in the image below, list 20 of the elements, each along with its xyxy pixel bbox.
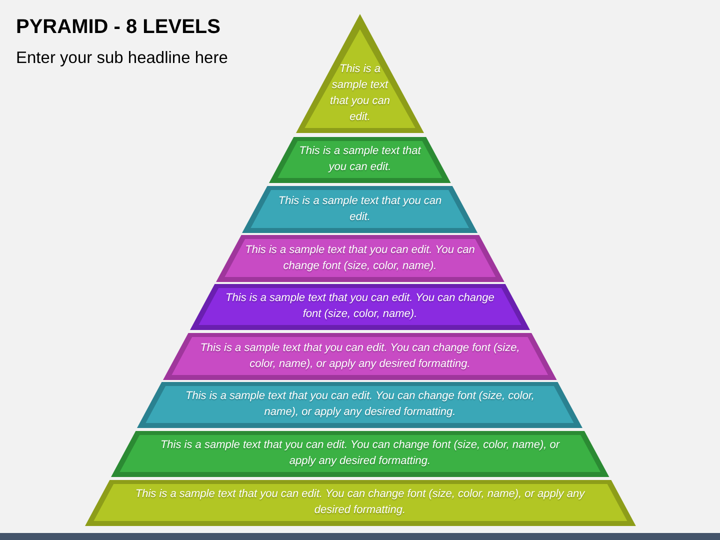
level-text: This is a sample text that you can edit. You can change font (size, color, name), or apply any desired formatting.: [159, 438, 561, 469]
level-text: This is a sample text that you can edit.: [298, 144, 422, 175]
level-text: This is a sample text that you can edit.: [277, 194, 443, 224]
slide-title: PYRAMID - 8 LEVELS: [16, 15, 220, 39]
pyramid-level: [84, 480, 636, 526]
level-text: This is a sample text that you can edit. You can change font (size, color, name), or apply any desired formatting.: [184, 389, 536, 420]
pyramid-level: [269, 137, 451, 183]
pyramid-level: [110, 431, 610, 477]
pyramid-level: [216, 235, 504, 282]
level-text: This is a sample text that you can edit. You can change font (size, color, name), or apply any desired formatting.: [199, 340, 521, 372]
level-text: This is a sample text that you can edit. You can change font (size, color, name), or apply any desired formatting.: [134, 487, 586, 518]
pyramid-level: [163, 333, 557, 380]
pyramid-level: [242, 186, 478, 233]
level-text: This is a sample text that you can edit.: [329, 62, 391, 125]
level-text: This is a sample text that you can edit. You can change font (size, color, name).: [244, 242, 476, 274]
subtitle: Enter your sub headline here: [16, 48, 228, 68]
pyramid-level: [190, 284, 530, 330]
pyramid-level: [137, 382, 583, 428]
pyramid-level: [296, 14, 424, 133]
level-text: This is a sample text that you can edit. You can change font (size, color, name).: [224, 291, 496, 322]
